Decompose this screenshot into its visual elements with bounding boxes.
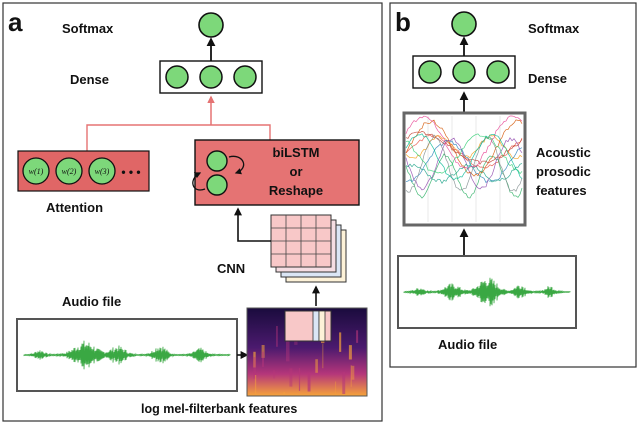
spectrogram-streak [307, 372, 311, 392]
panel-a-softmax-label: Softmax [62, 21, 114, 36]
waveA-trace [23, 340, 231, 370]
spectrogram-streak [261, 345, 265, 358]
panel-a-rnn-label-1: biLSTM [273, 145, 320, 160]
spectrogram-streak [335, 381, 337, 394]
waveB-trace [403, 277, 571, 307]
spectrogram-streak [289, 368, 293, 387]
panel-a-rnn-node-2 [206, 174, 228, 196]
panel-a-cnn-label: CNN [217, 261, 245, 276]
panel-a-attention-node-3 [88, 157, 116, 185]
panel-b-waveform [403, 277, 571, 307]
panel-b-features-label-2: prosodic [536, 164, 591, 179]
spectrogram-streak [262, 351, 264, 367]
panel-b-features-label-1: Acoustic [536, 145, 591, 160]
panel-a-cnn-stack [270, 214, 347, 283]
panel-a-spectrogram-window-slice-2 [318, 310, 326, 342]
spectrogram-streak [254, 375, 257, 394]
panel-a-rnn-label-2: or [290, 164, 303, 179]
spectrogram-streak [253, 357, 257, 379]
panel-a-tag: a [8, 7, 23, 37]
feature-contour [405, 134, 523, 193]
panel-a-cnn-to-rnn-arrow [234, 207, 271, 242]
panel-a-attention-node-1 [22, 157, 50, 185]
panel-a-attention-node-1-label: w(1) [29, 167, 44, 176]
spectrogram-streak [315, 359, 318, 373]
panel-a-dense-node-1 [165, 65, 189, 89]
spectrogram-streak [356, 330, 359, 343]
feature-contour [405, 153, 523, 199]
panel-a-audio-label: Audio file [62, 294, 121, 309]
spectrogram-streak [339, 332, 342, 352]
spectrogram-streak [283, 391, 285, 394]
panel-a-attention-node-3-label: w(3) [95, 167, 110, 176]
panel-a-attention-node-2-label: w(2) [62, 167, 77, 176]
feature-contour [405, 119, 523, 177]
panel-b-dense-node-1 [418, 60, 442, 84]
panel-a-frame [2, 2, 383, 422]
feature-contour [405, 115, 523, 170]
spectrogram-streak [350, 365, 352, 387]
spectrogram-streak [253, 351, 256, 368]
panel-b-feature-contours [405, 115, 523, 222]
feature-contour [405, 133, 523, 181]
spectrogram-streak [342, 372, 346, 394]
panel-a-dense-node-2 [199, 65, 223, 89]
panel-a-attention-label: Attention [46, 200, 103, 215]
panel-b-features-label-3: features [536, 183, 587, 198]
panel-b-dense-node-3 [486, 60, 510, 84]
panel-b-softmax-node [451, 11, 477, 37]
panel-b-softmax-label: Softmax [528, 21, 580, 36]
spectrogram-streak [273, 370, 276, 379]
spectrogram-streak [351, 365, 355, 380]
panel-a-rnn-label-3: Reshape [269, 183, 323, 198]
panel-a-rnn-node-1 [206, 150, 228, 172]
spectrogram-streak [276, 326, 278, 347]
feature-contour [405, 137, 523, 191]
panel-a-dense-node-3 [233, 65, 257, 89]
panel-a-attention-node-2 [55, 157, 83, 185]
panel-a-dense-label: Dense [70, 72, 109, 87]
spectrogram-streak [298, 368, 301, 391]
panel-b-audio-label: Audio file [438, 337, 497, 352]
feature-contour [405, 133, 523, 175]
panel-a-attention-connector [86, 124, 271, 151]
panel-a-softmax-node [198, 12, 224, 38]
panel-a-rnn-forward-loop [228, 155, 245, 175]
panel-a-spectrogram-texture [253, 319, 359, 394]
panel-a-attention-ellipsis: • • • [121, 165, 140, 179]
panel-b-dense-node-2 [452, 60, 476, 84]
feature-contour [405, 131, 523, 165]
panel-a-features-label: log mel-filterbank features [141, 402, 297, 416]
panel-b-dense-label: Dense [528, 71, 567, 86]
panel-a-rnn-backward-loop [192, 172, 206, 191]
spectrogram-streak [348, 345, 352, 360]
spectrogram-streak [322, 343, 324, 369]
spectrogram-streak [286, 337, 290, 362]
panel-a-waveform [23, 340, 231, 370]
panel-b-frame [389, 2, 637, 368]
panel-a-spectrogram-window-slice-1 [312, 310, 320, 342]
panel-b-tag: b [395, 7, 411, 37]
